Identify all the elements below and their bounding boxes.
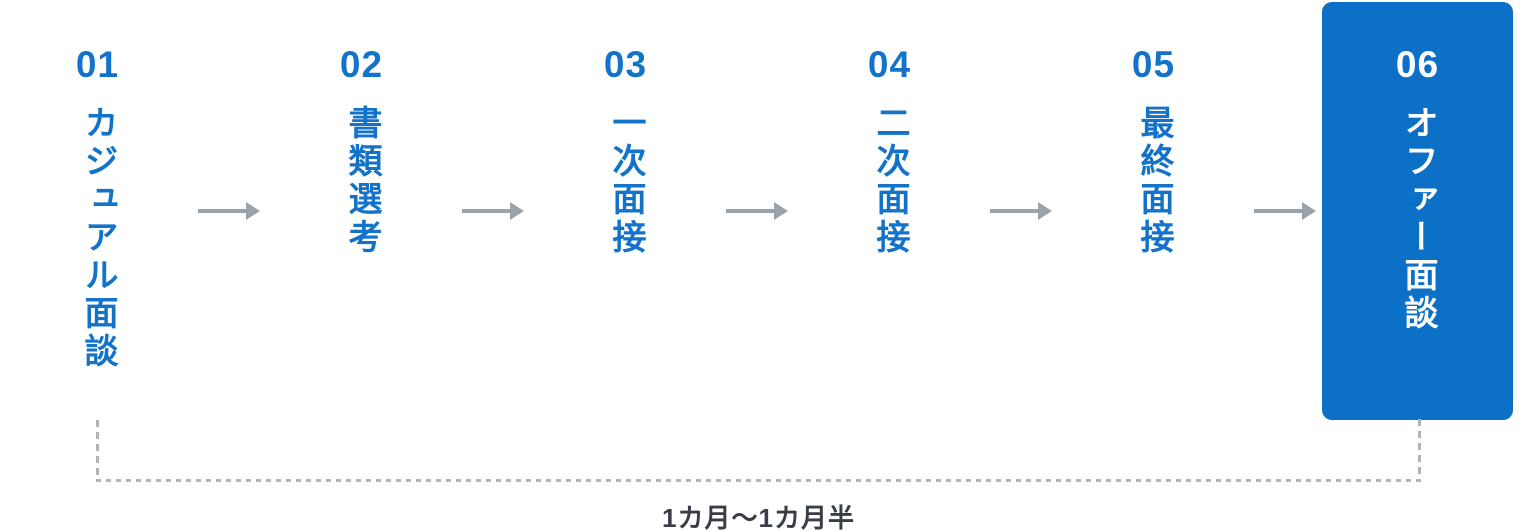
right-arrow-icon: [990, 202, 1052, 220]
step-number: 05: [1131, 44, 1176, 85]
arrow-shaft: [990, 209, 1038, 213]
arrow-head: [246, 202, 260, 220]
duration-bracket-right-line: [1418, 419, 1421, 480]
step-card-first-interview: 03 一次面接: [530, 2, 721, 420]
step-label: 二次面接: [871, 105, 910, 257]
step-label: カジュアル面談: [79, 105, 118, 371]
right-arrow-icon: [462, 202, 524, 220]
duration-bracket-left-line: [96, 420, 99, 480]
step-number: 02: [339, 44, 384, 85]
step-number: 04: [867, 44, 912, 85]
arrow-shaft: [1254, 209, 1302, 213]
arrow-head: [1302, 202, 1316, 220]
right-arrow-icon: [1254, 202, 1316, 220]
step-number: 03: [603, 44, 648, 85]
arrow-shaft: [198, 209, 246, 213]
arrow-head: [1038, 202, 1052, 220]
duration-bracket-horizontal-line: [96, 479, 1421, 482]
arrow-head: [510, 202, 524, 220]
step-card-second-interview: 04 二次面接: [794, 2, 985, 420]
right-arrow-icon: [198, 202, 260, 220]
step-number: 01: [75, 44, 120, 85]
step-number: 06: [1395, 44, 1440, 85]
step-label: 一次面接: [607, 105, 646, 257]
arrow-head: [774, 202, 788, 220]
step-label: 最終面接: [1135, 105, 1174, 257]
step-label: オファー面談: [1399, 105, 1438, 333]
arrow-shaft: [462, 209, 510, 213]
right-arrow-icon: [726, 202, 788, 220]
step-card-casual-interview: 01 カジュアル面談: [2, 2, 193, 420]
duration-label: 1カ月〜1カ月半: [662, 503, 855, 532]
step-label: 書類選考: [343, 105, 382, 257]
step-card-offer-meeting: 06 オファー面談: [1322, 2, 1513, 420]
step-card-document-screening: 02 書類選考: [266, 2, 457, 420]
step-card-final-interview: 05 最終面接: [1058, 2, 1249, 420]
step-cards-row: 01 カジュアル面談 02 書類選考 03 一次面接 04 二次面接 05 最終…: [2, 2, 1513, 420]
arrow-shaft: [726, 209, 774, 213]
